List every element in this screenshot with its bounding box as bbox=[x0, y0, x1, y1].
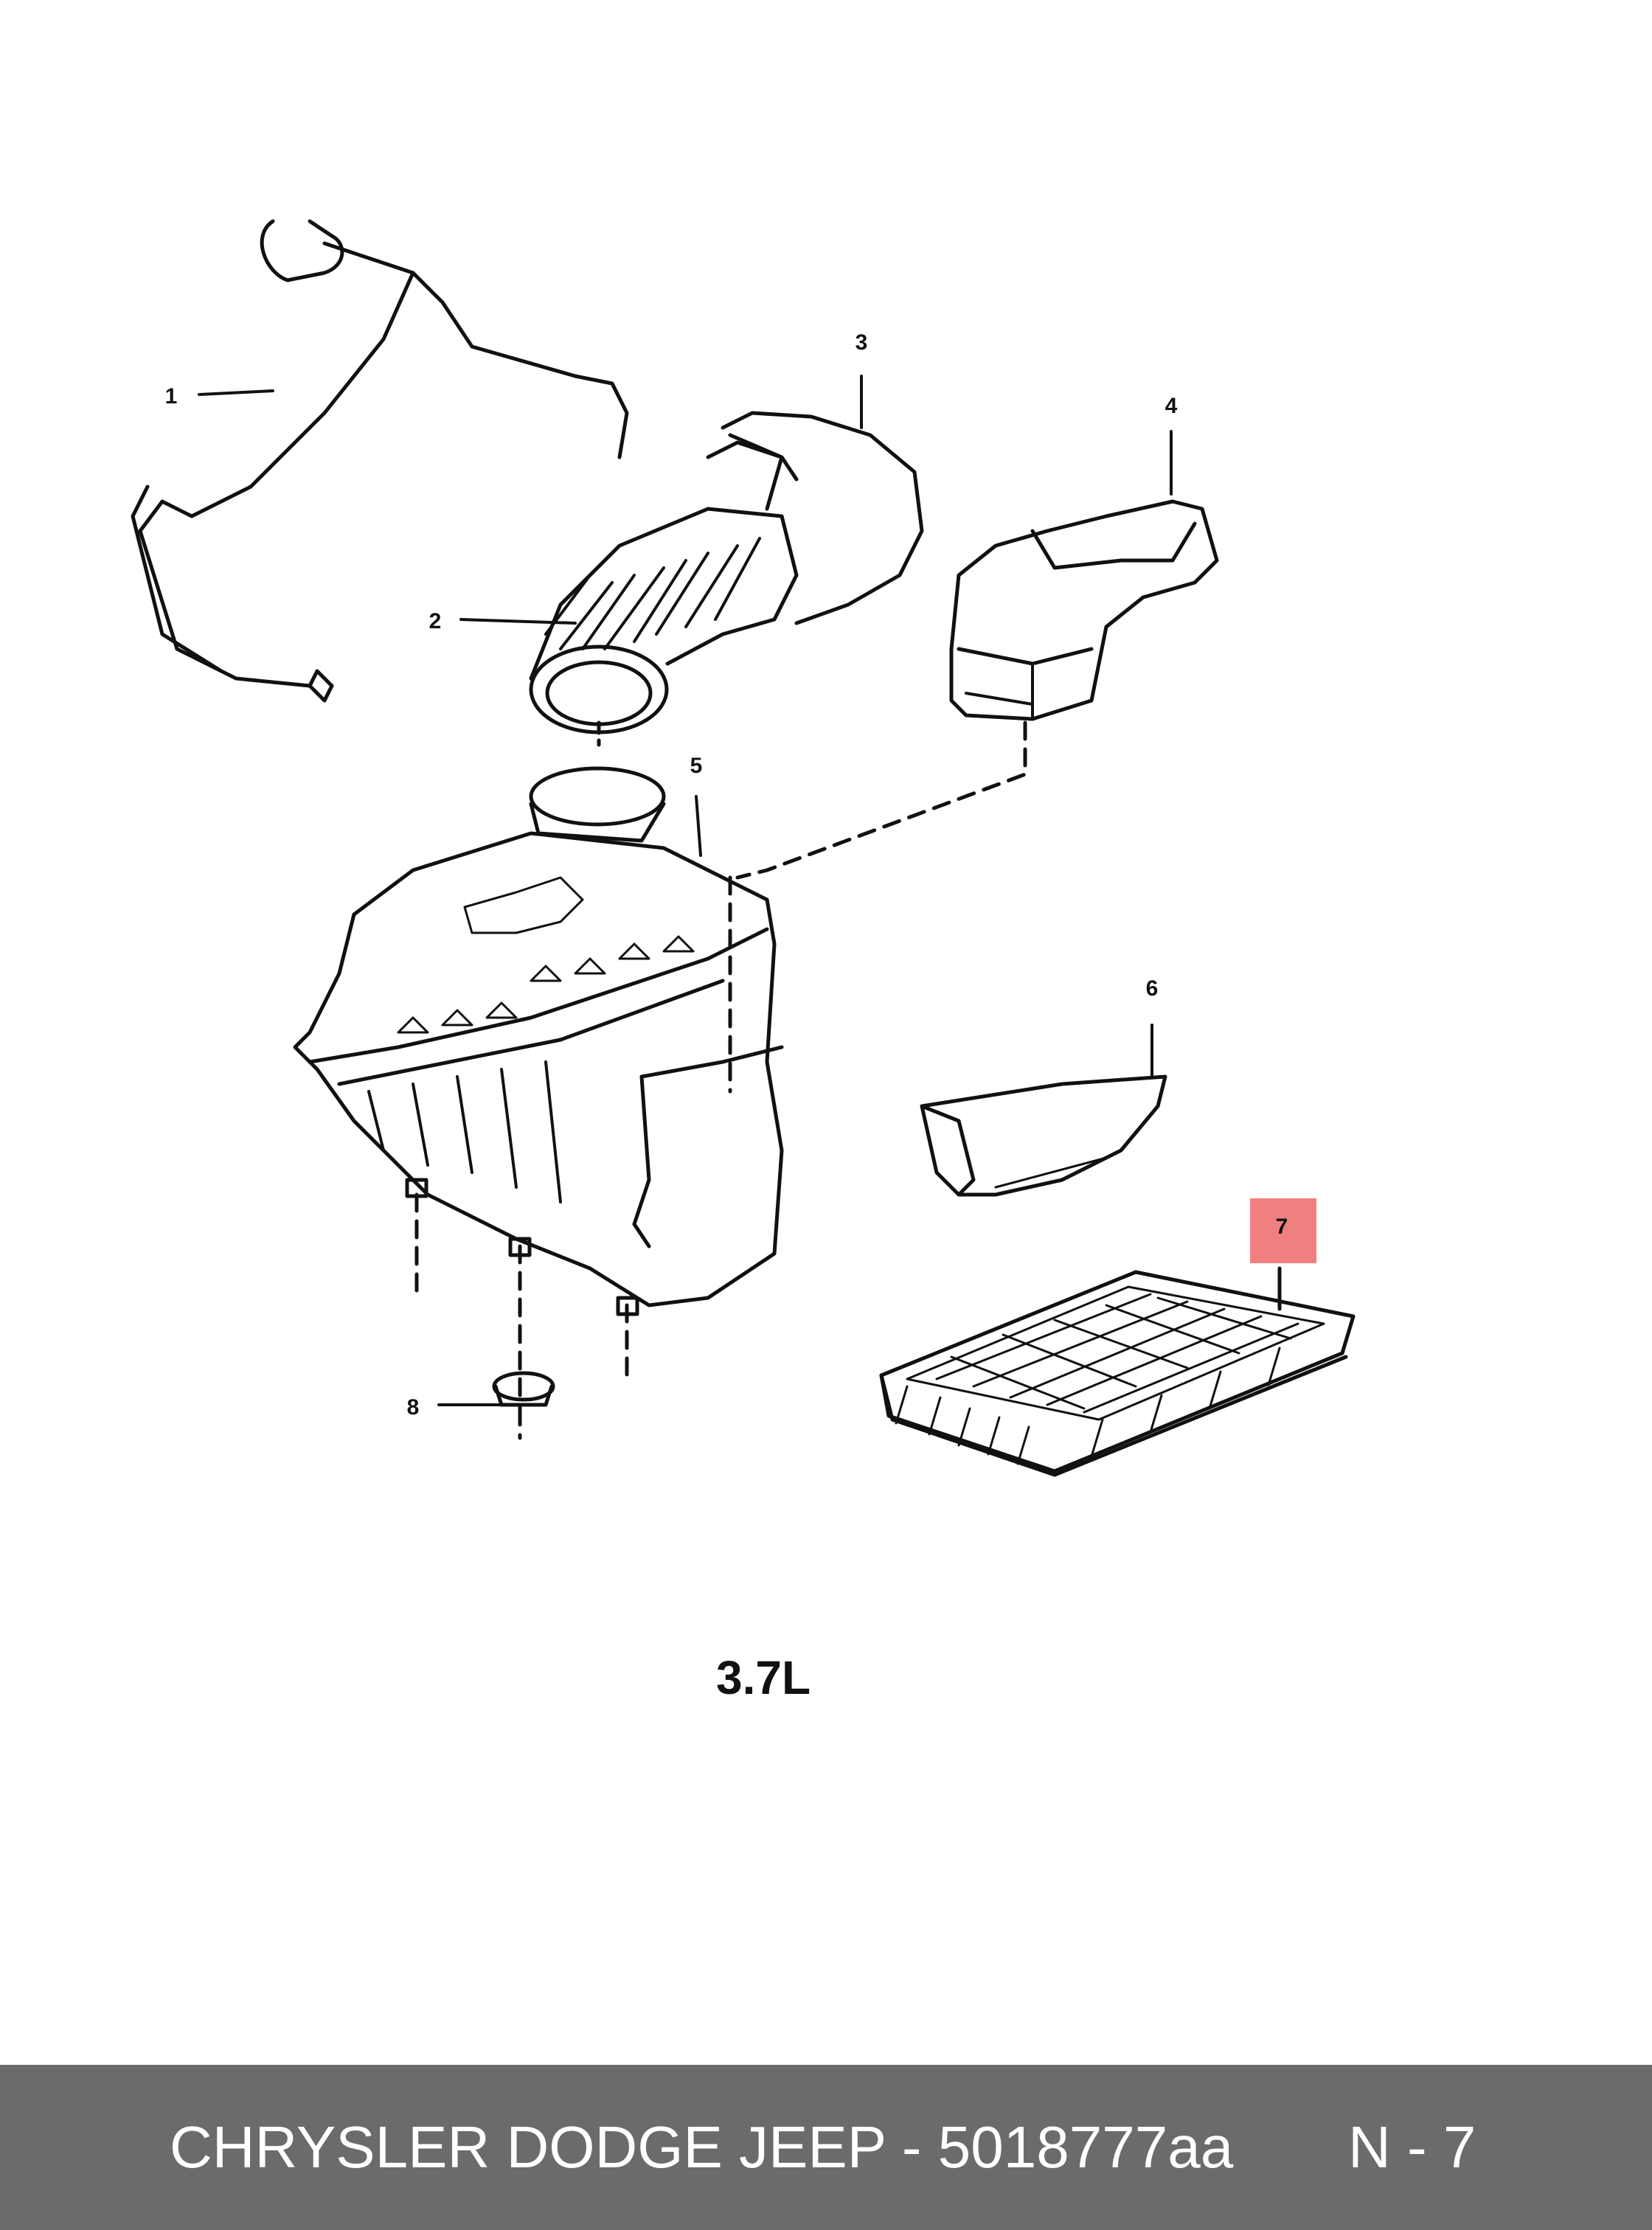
callout-4: 4 bbox=[1165, 394, 1178, 418]
callout-7: 7 bbox=[1276, 1215, 1288, 1239]
air-cleaner-housing-part-5 bbox=[293, 766, 784, 1433]
footer-part-number: CHRYSLER DODGE JEEP - 5018777aa bbox=[170, 2114, 1234, 2180]
engine-label: 3.7L bbox=[716, 1651, 811, 1704]
callout-8: 8 bbox=[407, 1395, 420, 1420]
callout-6: 6 bbox=[1146, 976, 1159, 1001]
callout-3: 3 bbox=[856, 330, 868, 355]
callout-2: 2 bbox=[429, 609, 442, 633]
upper-duct-part-3 bbox=[706, 411, 924, 625]
grommet-part-8 bbox=[492, 1371, 555, 1440]
bellows-hose-part-2 bbox=[529, 507, 799, 747]
callout-5: 5 bbox=[690, 754, 703, 778]
callout-1: 1 bbox=[165, 384, 178, 409]
callout-7-highlight bbox=[1250, 1198, 1316, 1263]
leader-lines bbox=[198, 375, 1173, 1406]
intake-snorkel-part-4 bbox=[735, 499, 1219, 880]
footer-bar: CHRYSLER DODGE JEEP - 5018777aa N - 7 bbox=[0, 2065, 1652, 2230]
air-filter-part-7 bbox=[879, 1266, 1356, 1477]
footer-reference: N - 7 bbox=[1348, 2114, 1476, 2180]
vent-hose-part-1 bbox=[131, 219, 629, 703]
resonator-part-6 bbox=[920, 1074, 1167, 1197]
parts-diagram: 1 2 3 4 5 6 7 8 3.7L bbox=[131, 219, 1356, 1704]
